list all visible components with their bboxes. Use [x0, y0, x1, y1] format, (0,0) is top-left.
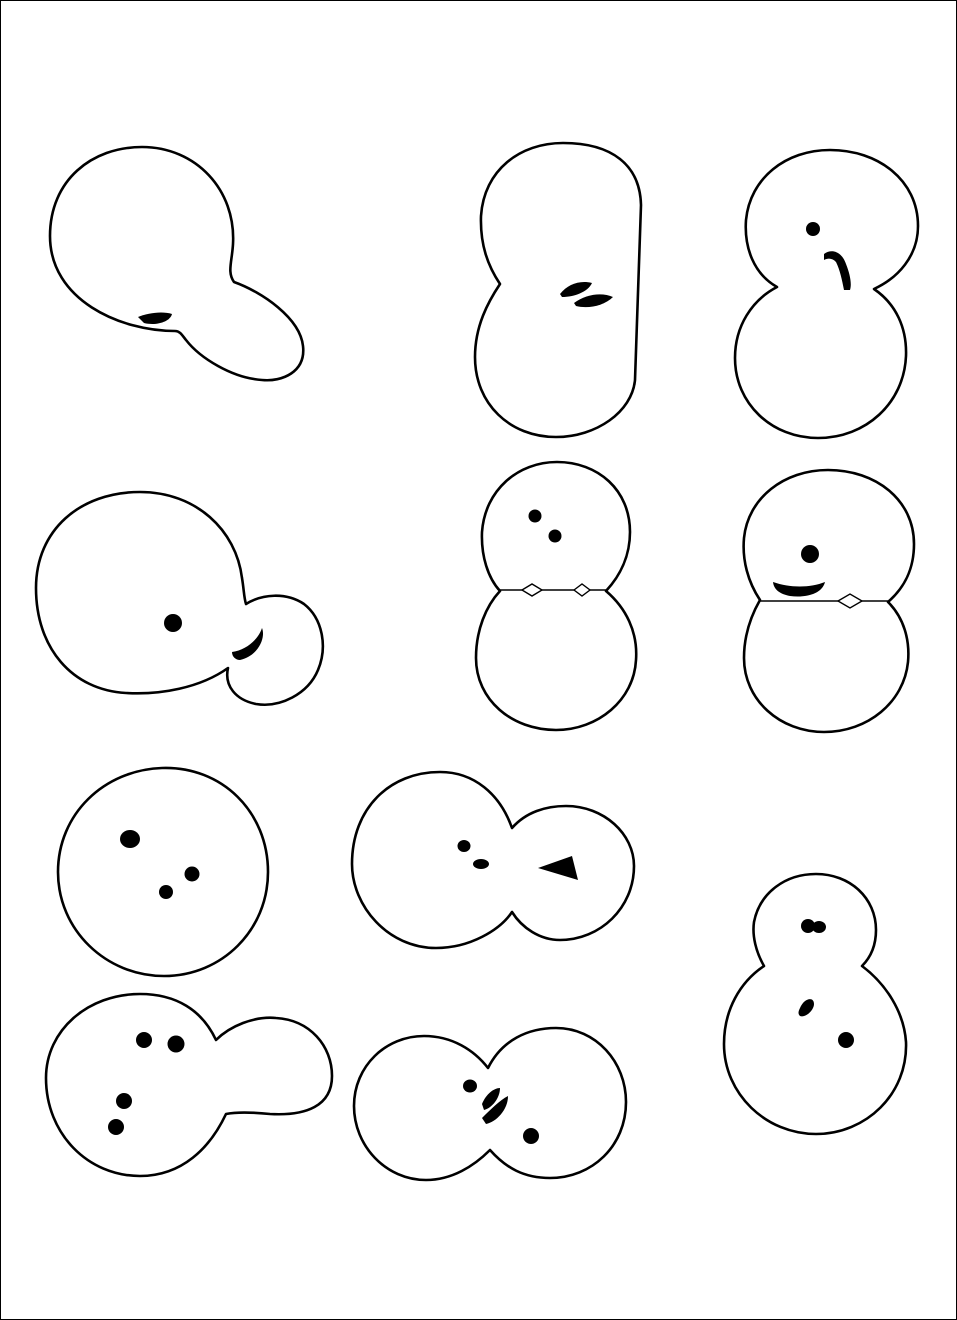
cell-7-nucleus-c [159, 885, 173, 899]
cell-10-nucleus-b [168, 1036, 185, 1053]
cell-7 [58, 768, 268, 976]
cell-5-nucleus-b [549, 530, 562, 543]
cell-10-nucleus-d [108, 1119, 124, 1135]
cell-2 [475, 143, 641, 437]
cell-8-nucleus-b [473, 859, 489, 869]
cell-9-nucleus-d [838, 1032, 854, 1048]
cell-11-nucleus-a [463, 1080, 477, 1093]
cell-7-outline [58, 768, 268, 976]
cell-8-nucleus-a [458, 840, 471, 852]
cell-5-outline [476, 462, 636, 730]
cell-2-outline [475, 143, 641, 437]
cell-5-nucleus-a [529, 510, 542, 523]
cell-11-nucleus-b [523, 1128, 539, 1144]
cell-5 [476, 462, 636, 730]
cell-4-nucleus [164, 614, 182, 632]
cell-7-nucleus-a [120, 830, 140, 848]
cell-6-nucleus [801, 545, 819, 563]
cell-10-nucleus-a [136, 1032, 152, 1048]
cell-3-nucleus [806, 222, 820, 236]
cell-9-nucleus-b [812, 921, 826, 933]
cell-7-nucleus-b [185, 867, 200, 882]
cell-10-nucleus-c [116, 1093, 132, 1109]
cell-6 [744, 470, 914, 732]
